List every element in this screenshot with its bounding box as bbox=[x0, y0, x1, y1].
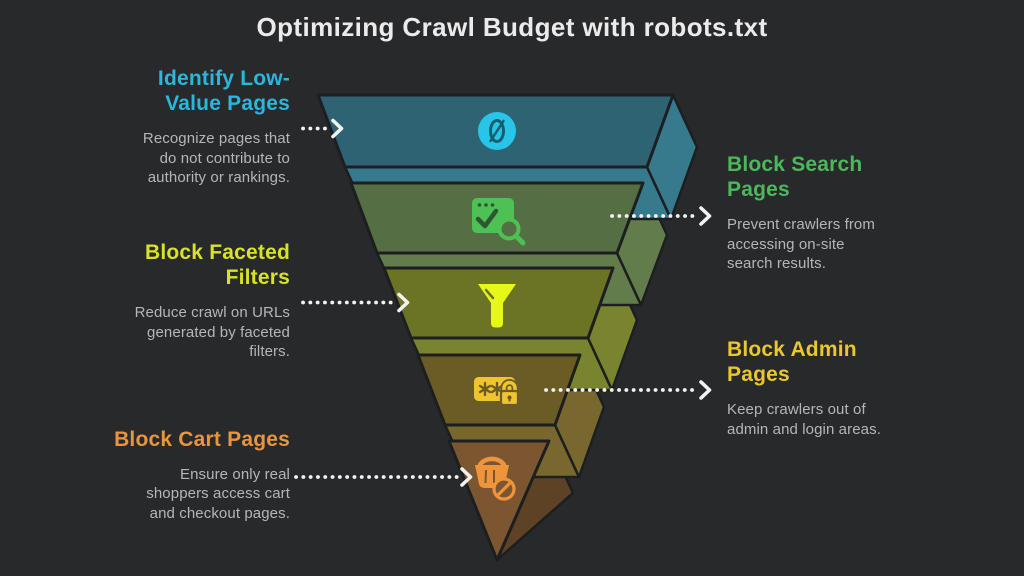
page-title: Optimizing Crawl Budget with robots.txt bbox=[256, 12, 768, 42]
arrow-to-level-5 bbox=[294, 467, 473, 487]
chevron-right-icon bbox=[331, 118, 344, 139]
chevron-right-icon bbox=[460, 467, 473, 487]
callout-block-admin-pages: Block Admin Pages Keep crawlers out of a… bbox=[727, 337, 952, 439]
chevron-right-icon bbox=[699, 206, 712, 226]
callout-description: Ensure only real shoppers access cart an… bbox=[146, 466, 290, 522]
callout-heading: Block Faceted Filters bbox=[145, 241, 290, 290]
callout-heading: Block Search Pages bbox=[727, 153, 863, 202]
callout-block-faceted-filters: Block Faceted Filters Reduce crawl on UR… bbox=[65, 240, 290, 361]
callout-heading: Block Admin Pages bbox=[727, 338, 857, 387]
funnel-level-5-front bbox=[447, 439, 551, 562]
callout-description: Reduce crawl on URLs generated by facete… bbox=[134, 304, 290, 360]
callout-block-cart-pages: Block Cart Pages Ensure only real shoppe… bbox=[65, 427, 290, 523]
callout-identify-low-value-pages: Identify Low- Value Pages Recognize page… bbox=[65, 66, 290, 187]
arrow-to-level-3 bbox=[301, 292, 410, 313]
arrow-from-level-4 bbox=[544, 380, 712, 400]
arrow-from-level-2 bbox=[610, 206, 712, 226]
null-slash-icon bbox=[478, 112, 516, 150]
cart-blocked-icon bbox=[475, 456, 516, 501]
callout-description: Recognize pages that do not contribute t… bbox=[142, 130, 290, 186]
chevron-right-icon bbox=[397, 292, 410, 313]
callout-block-search-pages: Block Search Pages Prevent crawlers from… bbox=[727, 152, 952, 273]
arrow-to-level-1 bbox=[301, 118, 344, 139]
callout-description: Keep crawlers out of admin and login are… bbox=[727, 401, 881, 438]
chevron-right-icon bbox=[699, 380, 712, 400]
browser-search-check-icon bbox=[472, 198, 526, 246]
filter-funnel-icon bbox=[478, 284, 516, 328]
password-lock-icon bbox=[474, 377, 520, 407]
callout-description: Prevent crawlers from accessing on-site … bbox=[727, 216, 875, 272]
callout-heading: Identify Low- Value Pages bbox=[157, 67, 290, 116]
callout-heading: Block Cart Pages bbox=[114, 428, 290, 451]
